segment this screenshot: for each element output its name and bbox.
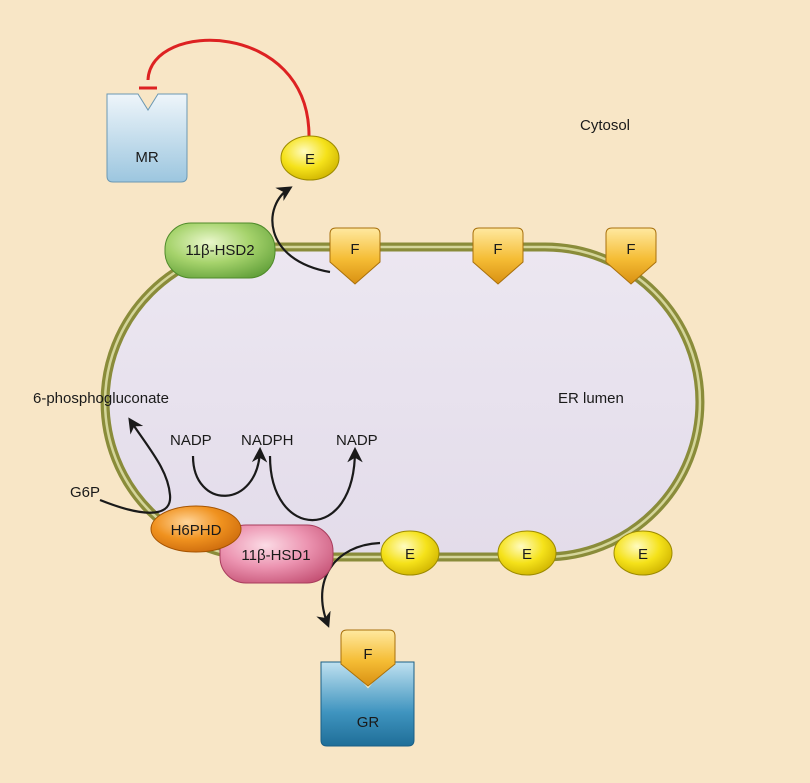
cortisol-label-1: F xyxy=(350,241,359,258)
nadp-out-label: NADP xyxy=(336,432,378,449)
hsd1-enzyme: 11β-HSD1 xyxy=(219,524,334,584)
hsd2-label: 11β-HSD2 xyxy=(185,242,254,259)
hsd2-enzyme: 11β-HSD2 xyxy=(164,222,276,279)
h6phd-label: H6PHD xyxy=(171,522,222,539)
cortisol-bound-gr: F xyxy=(340,629,396,687)
h6phd-enzyme: H6PHD xyxy=(150,505,242,553)
cortisone-label: E xyxy=(305,151,315,168)
cortisone-molecule-cytosol: E xyxy=(280,135,340,181)
phosphogluconate-label: 6-phosphogluconate xyxy=(33,390,169,407)
cortisone-lumen-label-2: E xyxy=(522,546,532,563)
g6p-label: G6P xyxy=(70,484,100,501)
cortisone-molecule-lumen-1: E xyxy=(380,530,440,576)
cortisol-molecule-1: F xyxy=(329,227,381,285)
cortisol-molecule-3: F xyxy=(605,227,657,285)
gr-label: GR xyxy=(357,714,380,731)
hsd1-label: 11β-HSD1 xyxy=(241,547,310,564)
g6p-to-phosphogluconate-arrow xyxy=(99,417,172,514)
cortisol-label-2: F xyxy=(493,241,502,258)
er-lumen-label: ER lumen xyxy=(558,390,624,407)
nadp-to-nadph-arrow xyxy=(191,446,268,497)
nadph-to-nadp-arrow xyxy=(268,446,363,522)
cortisol-molecule-2: F xyxy=(472,227,524,285)
mr-receptor: MR xyxy=(106,93,188,183)
mr-label: MR xyxy=(135,149,158,166)
hsd2-conversion-arrow xyxy=(271,186,331,274)
nadph-label: NADPH xyxy=(241,432,294,449)
cortisol-label-3: F xyxy=(626,241,635,258)
nadp-in-label: NADP xyxy=(170,432,212,449)
cortisone-lumen-label-3: E xyxy=(638,546,648,563)
cytosol-label: Cytosol xyxy=(580,117,630,134)
cortisone-lumen-label-1: E xyxy=(405,546,415,563)
inhibition-arrow xyxy=(146,38,311,137)
cortisol-bound-label: F xyxy=(363,646,372,663)
cortisone-molecule-lumen-2: E xyxy=(497,530,557,576)
cortisone-molecule-lumen-3: E xyxy=(613,530,673,576)
